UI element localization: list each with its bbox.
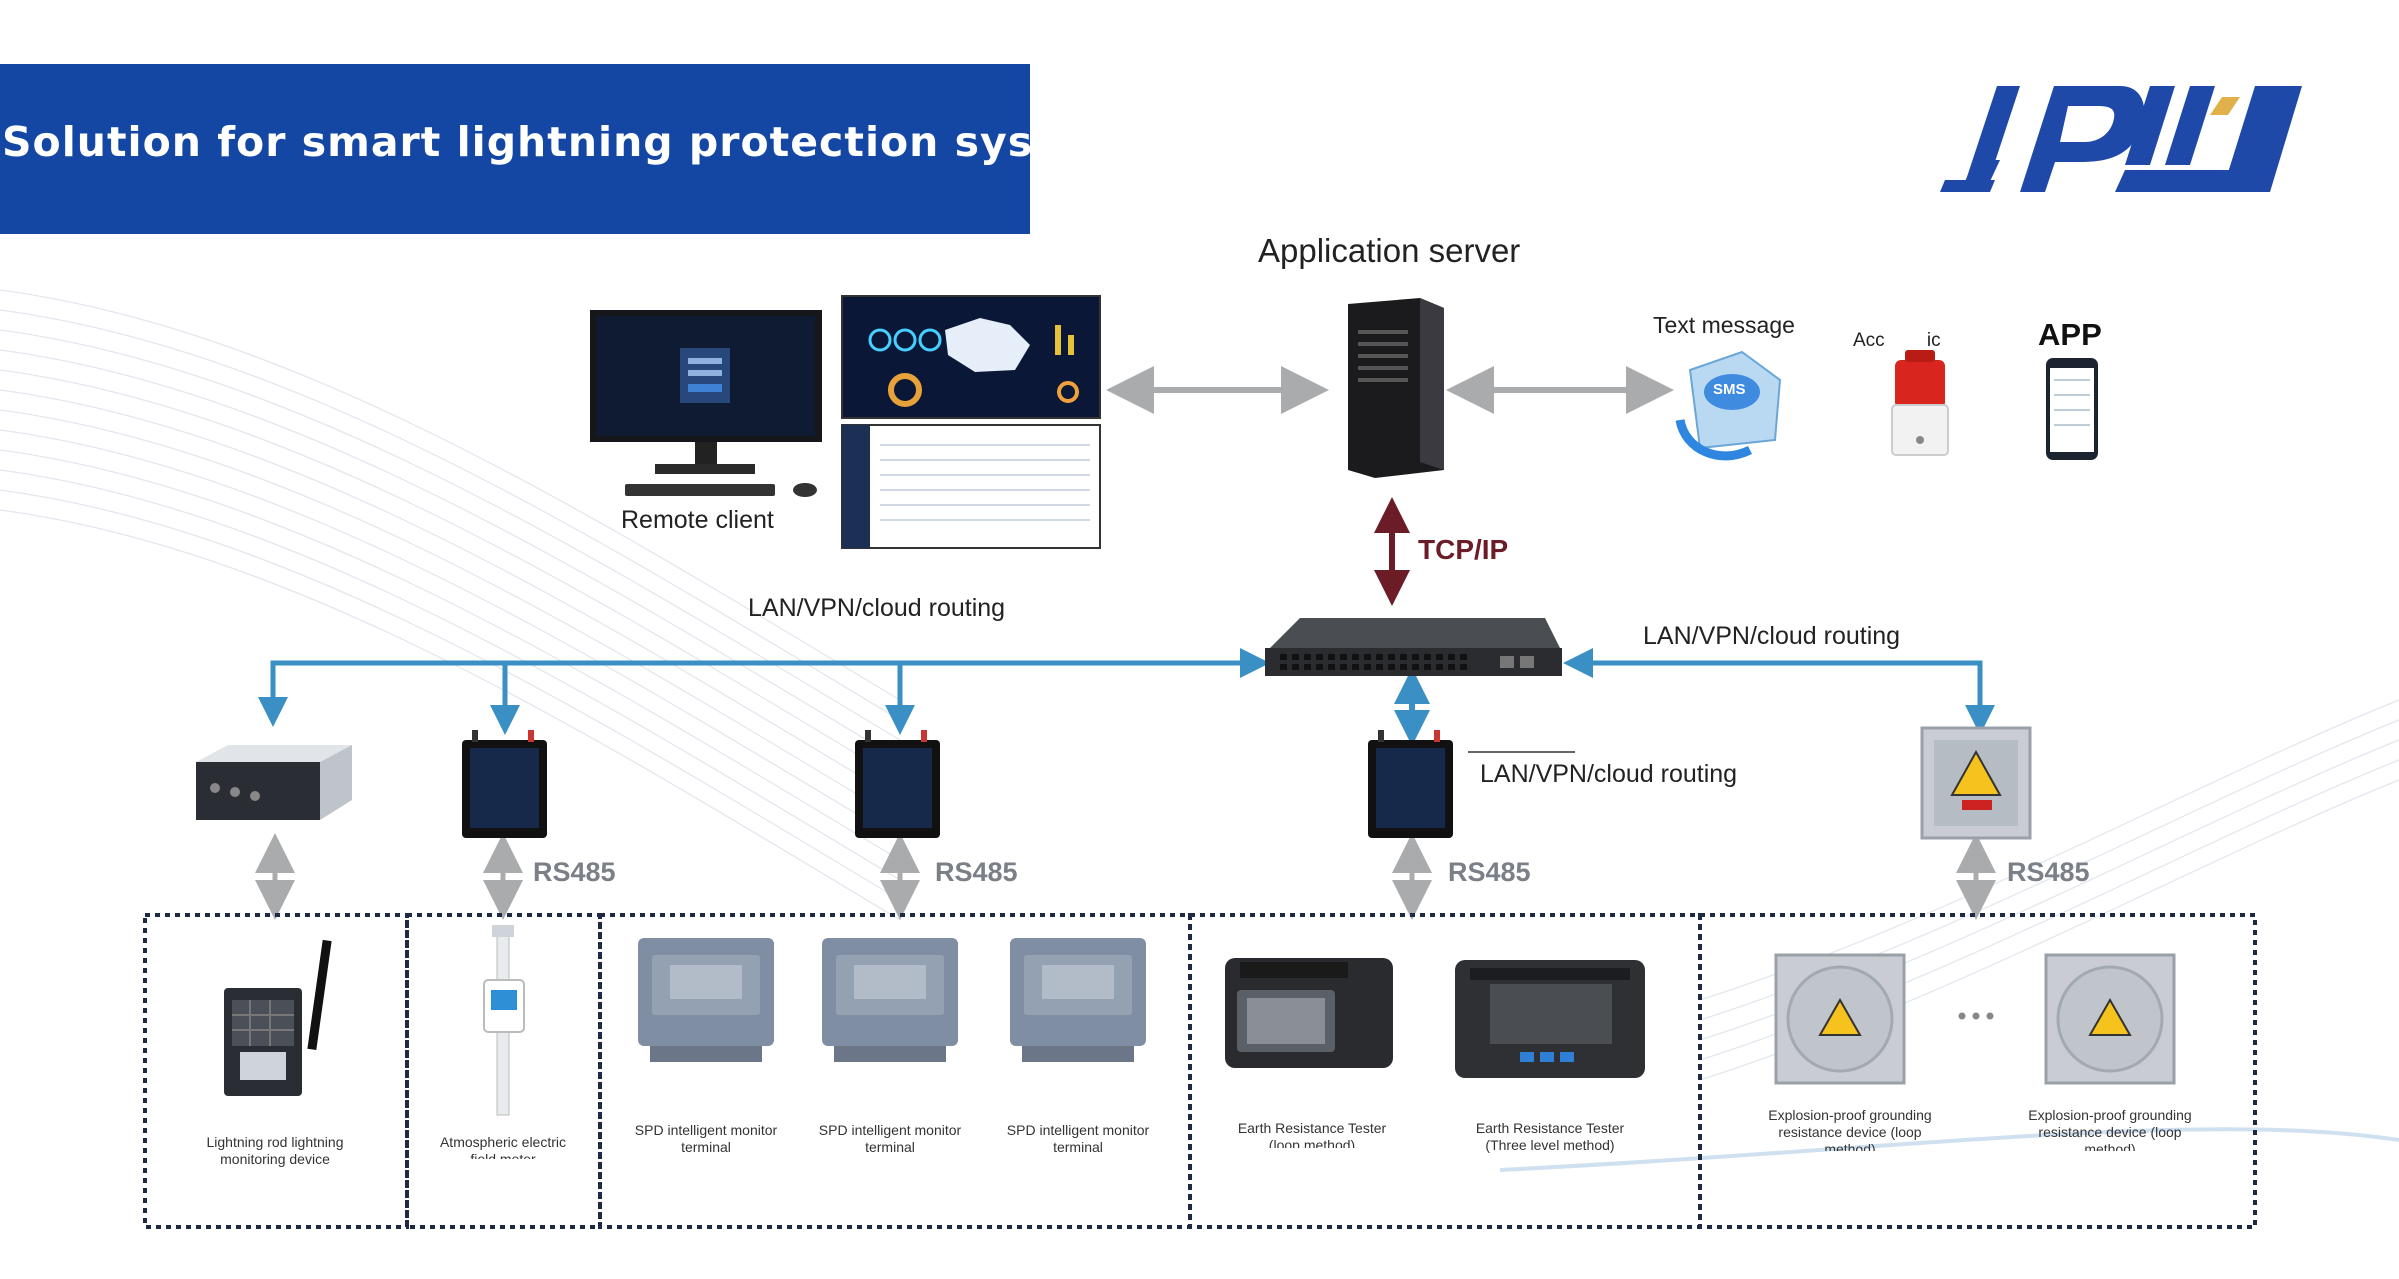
- spd-terminal-icon-3: [1010, 938, 1146, 1062]
- network-switch-icon: [1265, 618, 1562, 676]
- acousto-optic-label: Acc ic: [1853, 330, 1941, 351]
- explosion-proof-box-icon: [1920, 726, 2032, 840]
- lan-label-mid: LAN/VPN/cloud routing: [1480, 760, 1738, 788]
- caption-field-meter: Atmospheric electric field meter: [439, 1134, 567, 1159]
- text-message-label: Text message: [1653, 312, 1795, 338]
- dashboard-screens-icon: [841, 295, 1101, 549]
- sms-badge: SMS: [1713, 381, 1746, 398]
- monitor-icon: [590, 310, 822, 497]
- caption-earth-tester-loop: Earth Resistance Tester (loop method): [1237, 1120, 1387, 1148]
- caption-spd-3: SPD intelligent monitor terminal: [1006, 1122, 1150, 1155]
- caption-spd-1: SPD intelligent monitor terminal: [634, 1122, 778, 1155]
- lan-bus-right: [1563, 648, 1995, 735]
- remote-client-label: Remote client: [621, 506, 774, 534]
- alarm-light-icon: [1891, 350, 1949, 456]
- field-meter-icon: [483, 925, 525, 1116]
- group-box-4: [1188, 913, 1702, 1229]
- earth-tester-three-level-icon: [1455, 960, 1645, 1078]
- spd-terminal-icon-1: [638, 938, 774, 1062]
- rs485-label-1: RS485: [533, 857, 616, 887]
- explosion-proof-device-icon-1: [1774, 953, 1906, 1085]
- phone-icon: [2046, 358, 2098, 460]
- group-box-5: [1698, 913, 2257, 1229]
- caption-lightning-rod: Lightning rod lightning monitoring devic…: [206, 1134, 344, 1167]
- application-server-label: Application server: [1258, 232, 1521, 269]
- ellipsis-dots: [1958, 1012, 1994, 1020]
- earth-tester-loop-icon: [1225, 958, 1393, 1068]
- lan-bus-left: [258, 648, 1270, 727]
- caption-earth-tester-three: Earth Resistance Tester (Three level met…: [1475, 1120, 1625, 1153]
- lightning-monitor-device-icon: [224, 939, 332, 1096]
- gateway-icon-1: [462, 730, 547, 838]
- caption-explosion-proof-2: Explosion-proof grounding resistance dev…: [2028, 1107, 2192, 1151]
- group-box-3: [598, 913, 1192, 1229]
- rs485-label-3: RS485: [1448, 857, 1531, 887]
- gateway-icon-3: [1368, 730, 1453, 838]
- lan-label-left: LAN/VPN/cloud routing: [748, 594, 1006, 622]
- rs485-label-4: RS485: [2007, 857, 2090, 887]
- rs485-label-2: RS485: [935, 857, 1018, 887]
- tcp-ip-label: TCP/IP: [1418, 534, 1509, 565]
- lan-label-right: LAN/VPN/cloud routing: [1643, 622, 1901, 650]
- gateway-icon-2: [855, 730, 940, 838]
- group-box-1: [143, 913, 409, 1229]
- group-box-2: [405, 913, 602, 1229]
- explosion-proof-device-icon-2: [2044, 953, 2176, 1085]
- sms-envelope-icon: [1675, 350, 1782, 461]
- caption-spd-2: SPD intelligent monitor terminal: [818, 1122, 962, 1155]
- header-banner: [0, 64, 1030, 234]
- caption-explosion-proof-1: Explosion-proof grounding resistance dev…: [1768, 1107, 1932, 1151]
- app-label: APP: [2038, 317, 2102, 352]
- spd-terminal-icon-2: [822, 938, 958, 1062]
- aluminum-box-icon: [196, 745, 352, 820]
- page-title: Solution for smart lightning protection …: [2, 118, 1127, 166]
- server-tower-icon: [1348, 298, 1444, 478]
